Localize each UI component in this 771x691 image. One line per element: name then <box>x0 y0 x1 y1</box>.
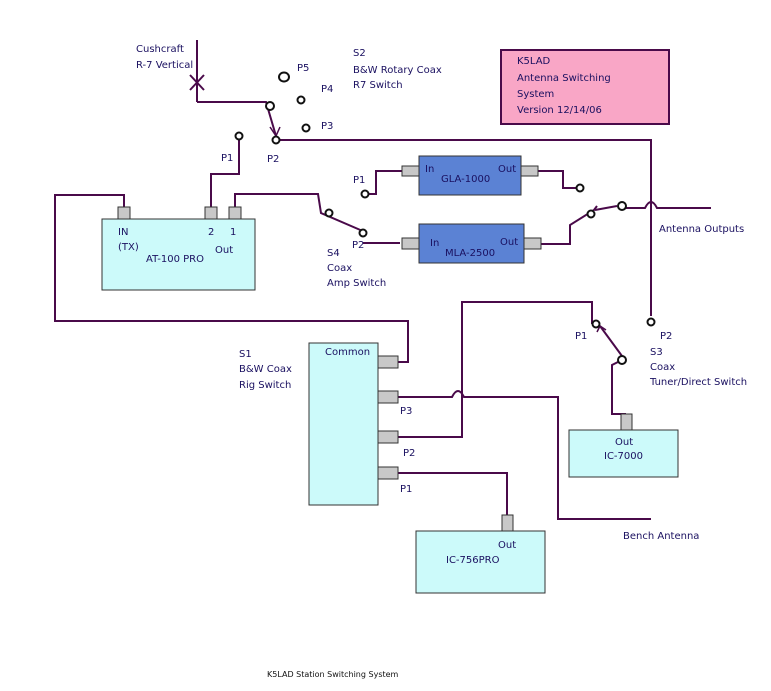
antenna-label-2: R-7 Vertical <box>136 60 193 71</box>
gla-out-label: Out <box>498 164 516 175</box>
s4-p2-label: P2 <box>352 240 364 251</box>
mla-in-label: In <box>430 238 439 249</box>
tuner-in-label: IN <box>118 227 128 238</box>
s2-label-2: B&W Rotary Coax <box>353 65 442 76</box>
title-line-1: K5LAD <box>517 56 551 67</box>
s2-p5-label: P5 <box>297 63 309 74</box>
s1-p1-label: P1 <box>400 484 412 495</box>
s2-p3-label: P3 <box>321 121 333 132</box>
s4-label-2: Coax <box>327 263 352 274</box>
antenna-outputs-label: Antenna Outputs <box>659 224 744 235</box>
title-line-2: Antenna Switching <box>517 73 611 84</box>
s1-label-1: S1 <box>239 349 252 360</box>
at100-tuner-box <box>101 206 256 291</box>
ic7000-box <box>568 413 679 478</box>
gla1000-amp-box <box>401 155 539 196</box>
antenna-element <box>189 74 205 91</box>
s3-label-1: S3 <box>650 347 663 358</box>
s3-p2-label: P2 <box>660 331 672 342</box>
mla-name: MLA-2500 <box>445 248 495 259</box>
footer-caption: K5LAD Station Switching System <box>267 670 399 679</box>
gla-in-label: In <box>425 164 434 175</box>
ic756pro-box <box>415 514 546 594</box>
s3-label-3: Tuner/Direct Switch <box>649 377 747 388</box>
tuner-port2-label: 2 <box>208 227 214 238</box>
ic756-name: IC-756PRO <box>446 555 500 566</box>
ic7000-out-label: Out <box>615 437 633 448</box>
s1-label-3: Rig Switch <box>239 380 291 391</box>
mla-out-label: Out <box>500 237 518 248</box>
ic756-out-label: Out <box>498 540 516 551</box>
ic7000-name: IC-7000 <box>604 451 643 462</box>
s3-p1-label: P1 <box>575 331 587 342</box>
antenna-label-1: Cushcraft <box>136 44 184 55</box>
s4-label-3: Amp Switch <box>327 278 386 289</box>
tuner-name: AT-100 PRO <box>146 254 204 265</box>
tuner-port1-label: 1 <box>230 227 236 238</box>
s3-label-2: Coax <box>650 362 675 373</box>
tuner-out-label: Out <box>215 245 233 256</box>
s4-label-1: S4 <box>327 248 340 259</box>
s2-label-1: S2 <box>353 48 366 59</box>
switch-contacts <box>234 71 656 365</box>
s2-p1-label: P1 <box>221 153 233 164</box>
s2-label-3: R7 Switch <box>353 80 403 91</box>
tuner-tx-label: (TX) <box>118 242 139 253</box>
gla-p1-label: P1 <box>353 175 365 186</box>
title-box: K5LAD Antenna Switching System Version 1… <box>500 49 670 125</box>
s1-p2-label: P2 <box>403 448 415 459</box>
title-line-4: Version 12/14/06 <box>517 105 602 116</box>
s1-common-label: Common <box>325 347 370 358</box>
s2-p4-label: P4 <box>321 84 333 95</box>
gla-name: GLA-1000 <box>441 174 490 185</box>
s1-label-2: B&W Coax <box>239 364 292 375</box>
s2-p2-label: P2 <box>267 154 279 165</box>
title-line-3: System <box>517 89 554 100</box>
bench-antenna-label: Bench Antenna <box>623 531 699 542</box>
s1-p3-label: P3 <box>400 406 412 417</box>
s1-rig-switch-box <box>308 342 399 506</box>
mla2500-amp-box <box>401 223 542 264</box>
